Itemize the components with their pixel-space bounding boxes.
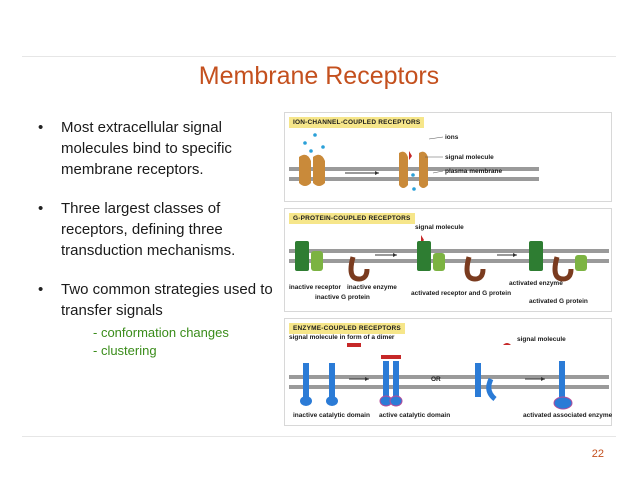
ion-dot <box>412 187 416 191</box>
slide-title: Membrane Receptors <box>198 62 440 90</box>
inactive-receptor <box>329 363 335 397</box>
ion-dot <box>411 173 415 177</box>
label-activated-g-protein: activated G protein <box>529 298 588 305</box>
bullet-item: • Two common strategies used to transfer… <box>38 279 278 360</box>
membrane-line <box>289 167 539 171</box>
label-activated-receptor: activated receptor and G protein <box>411 290 511 297</box>
ion-dot <box>313 133 317 137</box>
bottom-rule <box>22 436 616 437</box>
enzyme-panel: OR signal molecule in form of a dimer si… <box>284 318 613 426</box>
panel-tag: ENZYME-COUPLED RECEPTORS <box>289 323 405 334</box>
label-active-domain: active catalytic domain <box>379 412 450 419</box>
label-ions: ions <box>445 134 459 141</box>
bullet-list: • Most extracellular signal molecules bi… <box>38 117 278 378</box>
arrow-head <box>375 171 379 175</box>
activated-g-protein <box>575 255 587 271</box>
sub-bullet: - conformation changes <box>93 325 229 340</box>
bound-dimer <box>381 355 401 359</box>
activated-g-protein <box>433 253 445 271</box>
label-inactive-enzyme: inactive enzyme <box>347 284 397 291</box>
label-signal-molecule: signal molecule <box>415 224 464 231</box>
label-signal-dimer: signal molecule in form of a dimer <box>289 334 395 341</box>
g-protein-panel: signal molecule inactive receptor inacti… <box>284 208 612 312</box>
inactive-receptor <box>303 363 309 397</box>
enzyme-diagram: OR signal molecule in form of a dimer si… <box>289 334 613 419</box>
ion-dot <box>303 141 307 145</box>
sub-bullet-list: - conformation changes - clustering <box>61 324 278 360</box>
label-inactive-g-protein: inactive G protein <box>315 294 370 301</box>
bullet-symbol: • <box>38 281 44 298</box>
activated-associated-enzyme <box>553 396 573 410</box>
page-number: 22 <box>591 448 604 460</box>
g-protein-diagram: signal molecule inactive receptor inacti… <box>289 224 609 305</box>
membrane-line <box>289 177 539 181</box>
ion-channel-panel: ions signal molecule plasma membrane ION… <box>284 112 612 202</box>
signal-dimer <box>347 343 361 347</box>
bullet-symbol: • <box>38 200 44 217</box>
sub-bullet: - clustering <box>93 343 157 358</box>
bullet-item: • Three largest classes of receptors, de… <box>38 198 278 261</box>
activated-enzyme <box>552 256 574 282</box>
bullet-symbol: • <box>38 119 44 136</box>
ion-channel-diagram: ions signal molecule plasma membrane <box>289 133 539 191</box>
inactive-receptor <box>295 241 309 271</box>
label-or: OR <box>431 376 441 383</box>
bullet-text: Most extracellular signal molecules bind… <box>61 119 232 178</box>
closed-channel-right <box>313 154 325 186</box>
inactive-enzyme <box>348 256 370 282</box>
inactive-g-protein <box>311 251 323 271</box>
open-channel-right <box>419 151 428 188</box>
signal-molecule <box>409 151 412 160</box>
panel-tag: G-PROTEIN-COUPLED RECEPTORS <box>289 213 415 224</box>
label-activated-enzyme: activated associated enzyme <box>523 412 613 419</box>
inactive-enzyme <box>464 256 486 282</box>
label-activated-enzyme: activated enzyme <box>509 280 563 287</box>
label-signal-molecule: signal molecule <box>517 336 566 343</box>
bullet-text: Two common strategies used to transfer s… <box>61 281 273 319</box>
bullet-text: Three largest classes of receptors, defi… <box>61 200 236 259</box>
label-signal-molecule: signal molecule <box>445 154 494 161</box>
ion-dot <box>321 145 325 149</box>
top-rule <box>22 56 616 57</box>
panel-tag: ION-CHANNEL-COUPLED RECEPTORS <box>289 117 425 128</box>
activated-receptor <box>417 241 431 271</box>
bullet-item: • Most extracellular signal molecules bi… <box>38 117 278 180</box>
label-inactive-receptor: inactive receptor <box>289 284 341 291</box>
label-plasma-membrane: plasma membrane <box>445 168 502 175</box>
signal-molecule <box>503 343 511 345</box>
ion-dot <box>309 149 313 153</box>
open-channel-left <box>399 151 408 188</box>
label-inactive-domain: inactive catalytic domain <box>293 412 370 419</box>
closed-channel-left <box>299 154 311 186</box>
